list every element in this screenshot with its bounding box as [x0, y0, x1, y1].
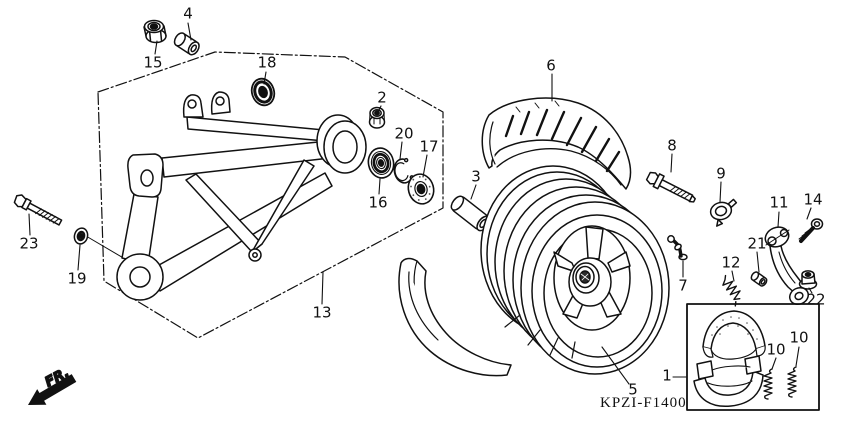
leader-line-14 — [807, 208, 811, 219]
brake-shoe-lower — [694, 356, 763, 406]
leader-line-17 — [423, 155, 427, 177]
leader-line-10 — [772, 358, 776, 369]
nut-2 — [370, 108, 385, 129]
leader-line-3 — [471, 185, 476, 199]
leader-line-13 — [322, 272, 323, 304]
front-arrow-icon — [28, 374, 77, 405]
bolt-14 — [799, 219, 823, 241]
bearing-retainer-9 — [709, 198, 741, 226]
brake-shoe-upper — [703, 311, 765, 359]
leader-line-21 — [757, 252, 759, 272]
leader-line-19 — [78, 245, 80, 270]
front-direction-marker: FR. — [28, 364, 77, 405]
rear-fender-lower — [399, 259, 511, 376]
leader-line-22 — [809, 288, 812, 293]
flanged-nut-22 — [800, 271, 817, 289]
brake-shoe-kit-box — [687, 304, 819, 410]
dust-seal-17 — [405, 171, 437, 206]
brake-arm-11 — [762, 224, 811, 308]
leader-line-2 — [378, 106, 381, 112]
bushing-4 — [172, 31, 201, 57]
axle-bolt-8 — [645, 170, 698, 206]
joint-pin-21 — [750, 271, 768, 288]
swingarm — [117, 92, 366, 300]
swingarm-phantom-box — [98, 52, 443, 338]
shoe-spring-10a — [764, 369, 772, 399]
leader-line-12 — [732, 271, 734, 281]
wheel-spokes — [554, 227, 630, 318]
pivot-bolt — [13, 193, 64, 228]
leader-line-23 — [29, 214, 30, 235]
tire-valve-7 — [668, 236, 687, 260]
seal-18 — [248, 76, 277, 108]
nut-15 — [144, 21, 166, 43]
leader-line-18 — [264, 72, 266, 84]
leader-line-20 — [400, 142, 402, 159]
leader-line-5 — [602, 347, 629, 384]
leader-line-9 — [720, 182, 721, 202]
shoe-spring-10b — [788, 367, 796, 397]
brake-spring-12 — [717, 274, 746, 306]
leader-line-11 — [778, 212, 779, 227]
diagram-code: KPZI-F1400 — [600, 395, 687, 411]
axle-collar-3 — [449, 194, 493, 233]
rear-wheel — [481, 166, 669, 374]
leader-line-8 — [671, 154, 672, 172]
bearing-16 — [366, 146, 397, 181]
leader-line-16 — [379, 179, 380, 194]
leader-line-15 — [155, 41, 157, 54]
leader-line-10 — [796, 347, 799, 366]
leader-line-4 — [188, 23, 191, 40]
callout-leader-lines — [29, 23, 812, 384]
wheel-hub — [569, 258, 611, 306]
